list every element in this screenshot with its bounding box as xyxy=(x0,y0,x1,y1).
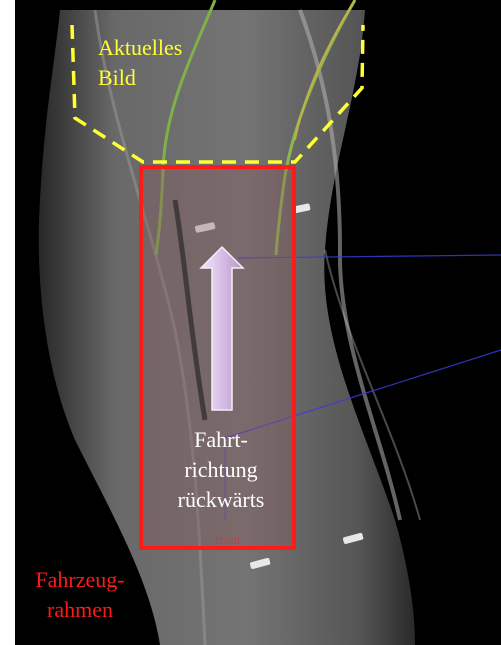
direction-label-line: richtung xyxy=(148,455,294,485)
current-image-label: Aktuelles Bild xyxy=(98,33,182,93)
direction-label: Fahrt- richtung rückwärts xyxy=(148,425,294,515)
vehicle-frame-label-line: Fahrzeug- xyxy=(20,565,140,595)
vehicle-frame-label-line: rahmen xyxy=(20,595,140,625)
direction-label-line: Fahrt- xyxy=(148,425,294,455)
current-image-label-line: Aktuelles xyxy=(98,33,182,63)
faint-front-label: front xyxy=(198,532,258,548)
current-image-label-line: Bild xyxy=(98,63,182,93)
vehicle-frame-label: Fahrzeug- rahmen xyxy=(20,565,140,625)
direction-label-line: rückwärts xyxy=(148,485,294,515)
